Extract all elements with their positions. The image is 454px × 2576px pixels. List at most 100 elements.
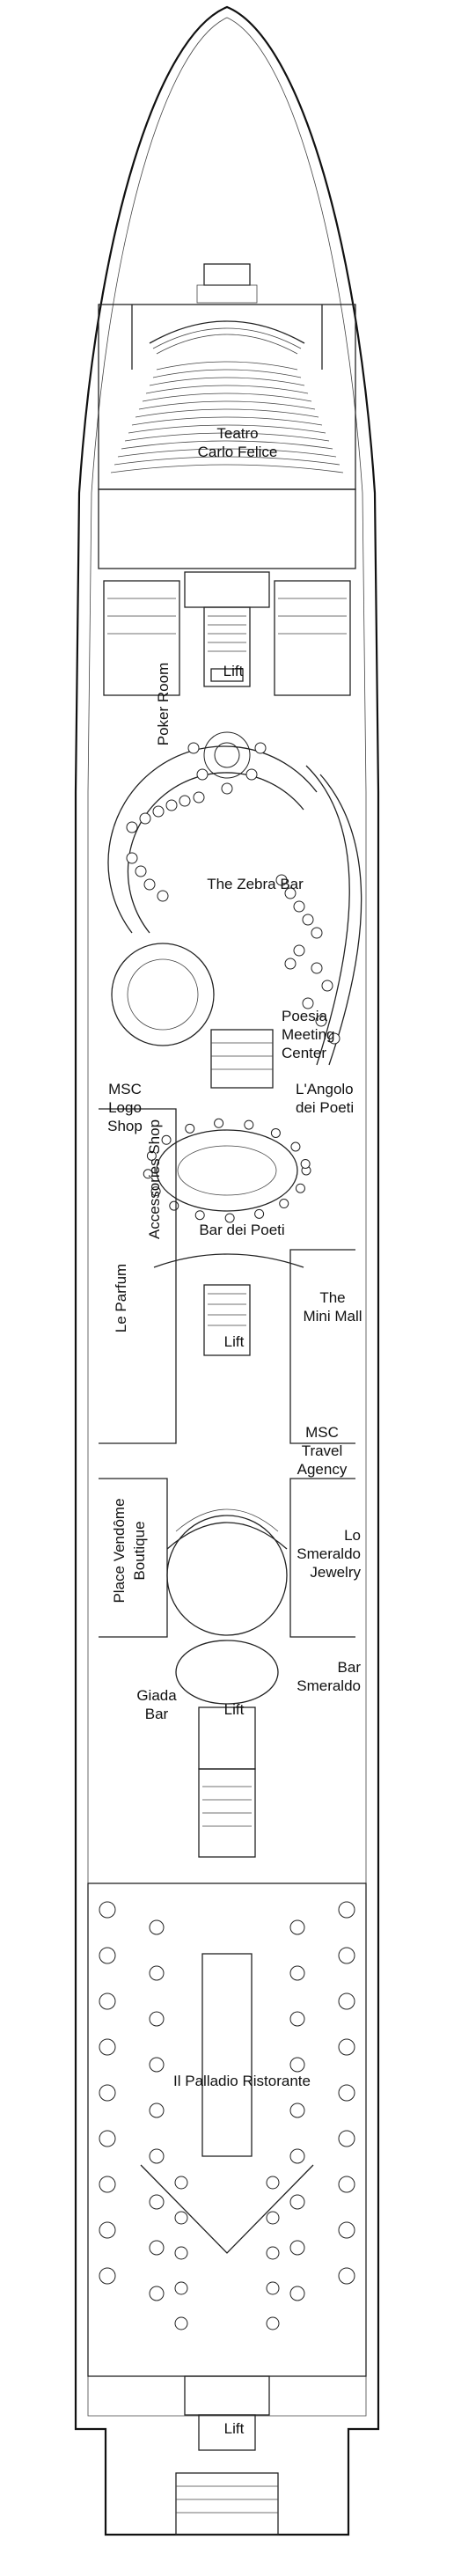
dining-table (149, 2286, 165, 2301)
meeting-center-area (111, 943, 274, 1089)
dining-table (266, 2176, 280, 2190)
theatre-seat-row (124, 432, 330, 442)
bar-stool (150, 1186, 161, 1197)
dining-table (149, 2103, 165, 2118)
label-lift-1: Lift (223, 663, 244, 679)
bar-stool (270, 1127, 281, 1138)
dining-table (338, 2176, 355, 2193)
zebra-bar-seating (107, 731, 362, 1066)
dining-table (99, 2084, 116, 2102)
dining-table (338, 1993, 355, 2010)
label-palladio: Il Palladio Ristorante (173, 2073, 311, 2089)
label-bar-dei-poeti: Bar dei Poeti (199, 1222, 284, 1238)
label-le-parfum: Le Parfum (113, 1264, 129, 1332)
shop-walls (99, 1108, 355, 1638)
label-center: Center (282, 1045, 326, 1061)
dining-table (99, 2221, 116, 2239)
dining-table (149, 2148, 165, 2164)
label-giada-bar: Bar (145, 1706, 169, 1722)
label-angolo: L'Angolo (296, 1081, 354, 1097)
bar-stool (295, 1183, 305, 1193)
dining-table (174, 2211, 188, 2225)
lounge-chair (245, 768, 258, 781)
dining-table (266, 2211, 280, 2225)
lounge-chair (311, 962, 323, 974)
lift-3-area (175, 1640, 279, 1858)
dining-table (338, 2221, 355, 2239)
lounge-chair (143, 878, 156, 891)
lounge-chair (328, 1032, 340, 1045)
dining-table (289, 1965, 305, 1981)
lounge-chair (187, 742, 200, 754)
theatre-seat-row (117, 448, 337, 458)
label-poesia: Poesia (282, 1008, 328, 1024)
dining-table (99, 1947, 116, 1964)
dining-table (149, 2194, 165, 2210)
label-lift-3: Lift (224, 1701, 245, 1718)
label-carlo-felice: Carlo Felice (198, 444, 278, 460)
lounge-chair (321, 980, 333, 992)
lounge-chair (293, 944, 305, 957)
theatre-seat-row (121, 440, 333, 450)
dining-table (174, 2176, 188, 2190)
label-lo: Lo (344, 1527, 361, 1544)
label-meeting: Meeting (282, 1026, 334, 1043)
lounge-chair (135, 865, 147, 877)
label-teatro: Teatro (216, 425, 258, 442)
lounge-chair (311, 927, 323, 939)
theatre-seat-row (156, 361, 298, 371)
bar-stool (169, 1200, 179, 1211)
dining-table (289, 2011, 305, 2027)
label-smeraldo: Smeraldo (297, 1545, 361, 1562)
theatre-seat-row (138, 400, 316, 410)
bar-stool (214, 1118, 224, 1128)
bar-stool (279, 1199, 289, 1209)
label-msc-travel-1: MSC (305, 1424, 339, 1441)
lounge-chair (254, 742, 267, 754)
dining-table (99, 2176, 116, 2193)
dining-table (99, 2038, 116, 2056)
dining-table (174, 2246, 188, 2260)
dining-table (99, 1901, 116, 1919)
atrium (166, 1508, 288, 1636)
bar-stool (143, 1169, 153, 1179)
lift-2-area (153, 1253, 304, 1356)
bar-stool (185, 1123, 195, 1134)
theatre-seat-row (142, 393, 312, 402)
restaurant-area (87, 1882, 367, 2377)
dining-table (289, 2148, 305, 2164)
label-dei-poeti: dei Poeti (296, 1099, 354, 1116)
label-msc-travel-2: Travel (302, 1442, 343, 1459)
dining-table (289, 2240, 305, 2256)
dining-table (289, 2103, 305, 2118)
label-poker-room: Poker Room (155, 663, 172, 745)
lounge-chair (126, 852, 138, 864)
bar-stool (146, 1150, 157, 1161)
lounge-chair (179, 795, 191, 807)
bar-stool (224, 1213, 235, 1223)
label-msc-travel-3: Agency (297, 1461, 348, 1478)
dining-table (338, 1947, 355, 1964)
lounge-chair (293, 900, 305, 913)
bow-entrance (196, 263, 258, 304)
lounge-chair (302, 997, 314, 1009)
inner-hull (87, 17, 367, 2417)
lounge-chair (193, 791, 205, 804)
bar-stool (300, 1158, 311, 1169)
lounge-chair (315, 1015, 327, 1027)
dining-table (99, 2130, 116, 2147)
dining-table (338, 2130, 355, 2147)
label-mini-mall: Mini Mall (303, 1308, 362, 1325)
theatre-area (98, 304, 356, 569)
lounge-chair (157, 890, 169, 902)
theatre-seat-row (152, 369, 302, 378)
dining-table (149, 2011, 165, 2027)
restaurant-tables (99, 1901, 355, 2330)
dining-table (338, 1901, 355, 1919)
bar-stool (290, 1141, 301, 1152)
dining-table (149, 1919, 165, 1935)
label-giada: Giada (136, 1687, 177, 1704)
lounge-chair (126, 821, 138, 833)
dining-table (338, 2267, 355, 2285)
dining-table (266, 2316, 280, 2330)
